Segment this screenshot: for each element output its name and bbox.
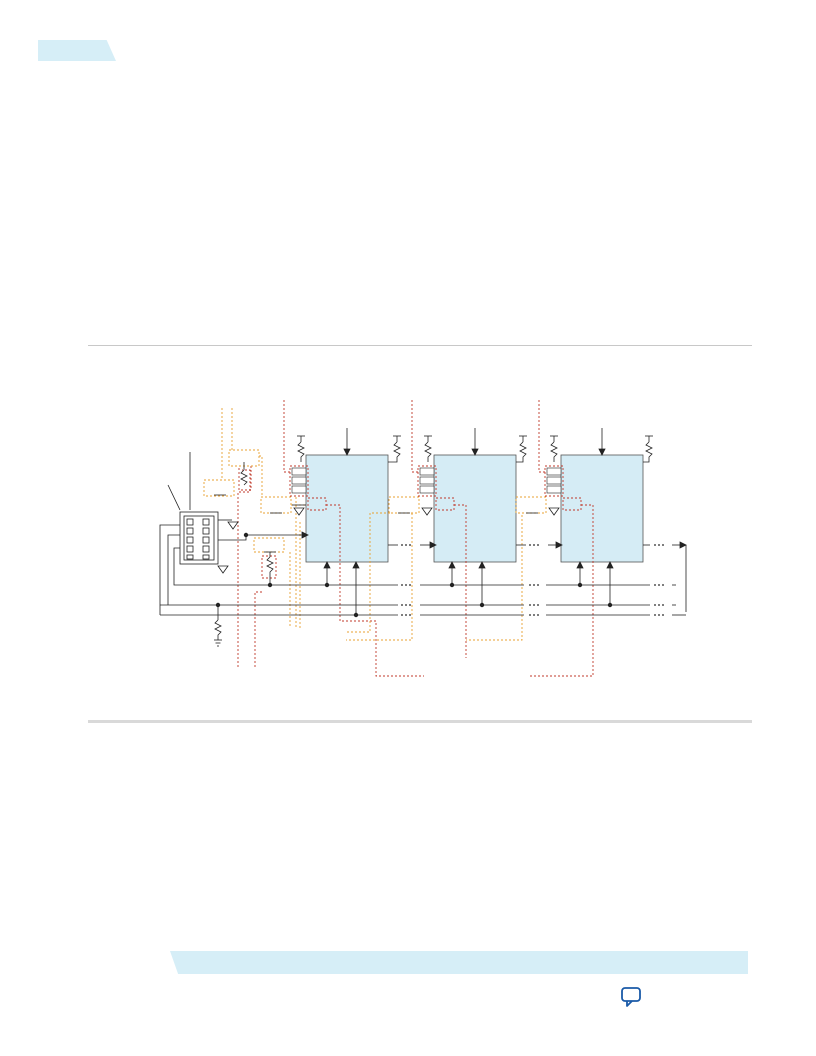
speech-bubble-icon[interactable]	[620, 986, 642, 1008]
pull-up-resistors	[297, 435, 653, 463]
junction-dots	[215, 532, 613, 618]
ground-symbols	[214, 494, 560, 574]
device-1	[305, 454, 389, 563]
continuation-ellipses	[401, 544, 664, 616]
download-header	[167, 452, 247, 565]
figure-top-rule	[88, 345, 752, 346]
daisy-chain-diagram	[159, 400, 687, 677]
figure-bottom-rule	[88, 720, 752, 723]
top-input-arrows	[343, 428, 606, 456]
page-header-tab	[38, 40, 116, 61]
config-pin-stacks	[291, 467, 562, 494]
bus-lines	[159, 462, 687, 647]
red-data-traces	[237, 400, 594, 677]
device-2	[433, 454, 517, 563]
device-3	[560, 454, 644, 563]
page-footer-band	[170, 951, 748, 974]
